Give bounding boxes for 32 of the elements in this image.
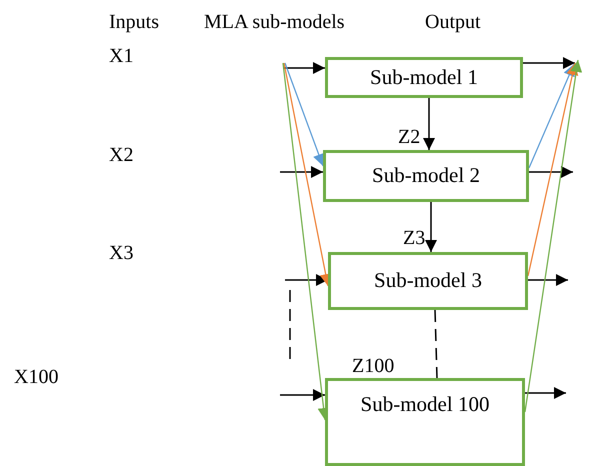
box-label: Sub-model 100 [360, 391, 490, 418]
arrow [528, 274, 568, 286]
arrow [524, 60, 582, 412]
process-box [323, 150, 529, 202]
arrow [425, 202, 437, 252]
arrow [525, 387, 566, 399]
arrow [283, 62, 325, 74]
text-label: X2 [109, 145, 134, 165]
text-label: X100 [14, 367, 58, 387]
text-label: X3 [109, 243, 134, 263]
arrow [528, 64, 575, 168]
text-label: Z3 [403, 228, 426, 248]
text-label: Z100 [352, 356, 394, 376]
process-box [325, 378, 525, 466]
arrow [280, 389, 325, 401]
text-label: Inputs [109, 12, 159, 32]
text-label: MLA sub-models [204, 12, 345, 32]
arrow [284, 62, 324, 166]
arrow [529, 166, 573, 178]
arrow [527, 62, 578, 276]
text-label: Output [425, 12, 481, 32]
arrow [423, 98, 435, 150]
connector-line [434, 310, 438, 378]
arrow [523, 57, 575, 69]
box-label: Sub-model 2 [372, 162, 480, 190]
process-box [328, 252, 528, 310]
process-box [325, 57, 523, 98]
text-label: Z2 [398, 127, 420, 147]
box-label: Sub-model 1 [370, 64, 478, 91]
arrow [280, 166, 323, 178]
text-label: X1 [109, 46, 134, 66]
box-label: Sub-model 3 [374, 267, 482, 294]
